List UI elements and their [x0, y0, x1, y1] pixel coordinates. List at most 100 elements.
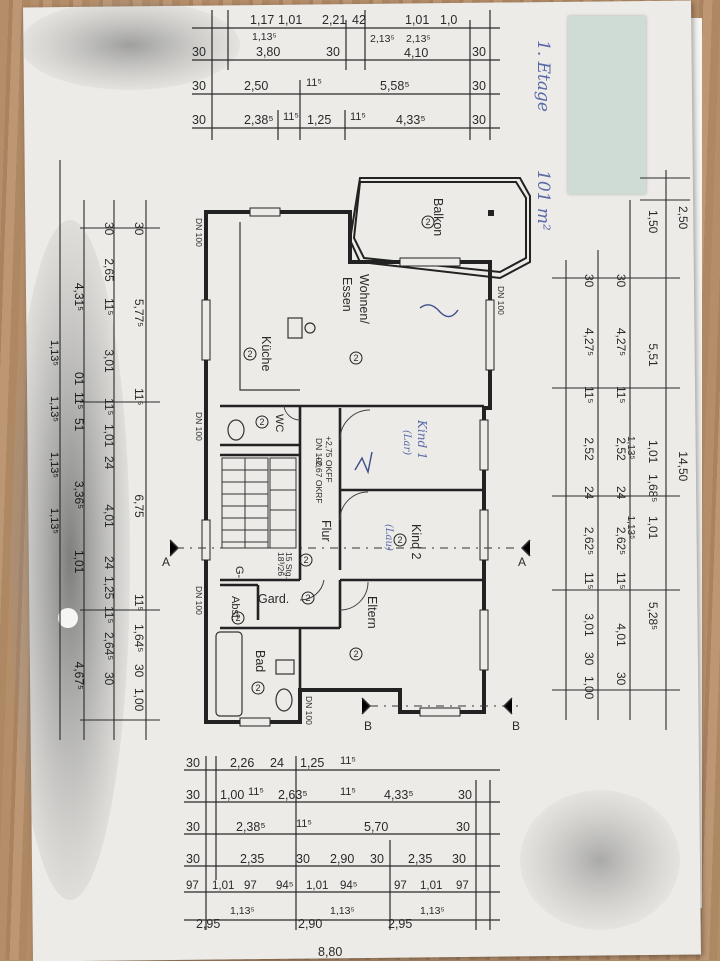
- dim-bot-r1-4: 11⁵: [340, 755, 356, 767]
- bathroom-fixtures: [215, 419, 295, 717]
- left-c1-0: 30: [132, 222, 146, 236]
- punch-hole: [58, 608, 78, 628]
- dim-top-r4-3: 1,25: [307, 113, 331, 127]
- dim-top-r4-5: 4,33⁵: [396, 113, 426, 127]
- dim-bot-r3-1: 2,38⁵: [236, 820, 266, 834]
- dim-bot-r5-7: 1,01: [420, 880, 442, 892]
- label-dn100-5: DN 100: [304, 696, 314, 725]
- dim-top-r1-0: 1,17: [250, 13, 274, 27]
- dim-bot-r1-1: 2,26: [230, 756, 254, 770]
- dim-bot-r2-6: 30: [458, 788, 472, 802]
- dim-top-r1-3: 42: [352, 13, 366, 27]
- left-dim-column-1: 30 5,77⁵ 11⁵ 6,75 11⁵ 1,64⁵ 30 1,00: [116, 222, 146, 742]
- left-c2-11: 2,64⁵: [102, 632, 116, 661]
- handwriting-lar: (Lar): [401, 430, 412, 455]
- dim-bot-r2-2: 11⁵: [248, 786, 264, 798]
- right-c4-0: 30: [582, 274, 596, 288]
- dim-bot-r4-3: 2,90: [330, 852, 354, 866]
- handwriting-lau: (Lau): [383, 524, 394, 551]
- dim-bot-r4-2: 30: [296, 852, 310, 866]
- green-paper-tab: [568, 16, 646, 194]
- balcony-drain: [488, 210, 494, 216]
- left-c3-5: 1,01: [72, 550, 86, 574]
- right-c4-4: 24: [582, 486, 596, 500]
- room-no-kueche: 2: [247, 349, 252, 359]
- dim-top-r3-0: 30: [192, 79, 206, 93]
- left-c1-3: 6,75: [132, 494, 146, 518]
- area-label: 101 m²: [533, 170, 553, 231]
- right-dim-column-5: 1,13⁵ 1,13⁵: [616, 436, 636, 556]
- left-c1-2: 11⁵: [132, 388, 146, 406]
- left-c3-4: 3,36⁵: [72, 480, 86, 510]
- left-c2-10: 11⁵: [102, 606, 116, 624]
- dim-bot-r2-5: 4,33⁵: [384, 788, 414, 802]
- dim-bot-total: 8,80: [318, 945, 342, 959]
- dim-top-r1-5: 1,0: [440, 13, 457, 27]
- left-c1-1: 5,77⁵: [132, 298, 146, 328]
- dim-top-r1-2: 2,21: [322, 13, 346, 27]
- dim-top-r3-1: 2,50: [244, 79, 268, 93]
- dim-top-r3-2: 11⁵: [306, 77, 322, 89]
- left-c3-6: 4,67⁵: [72, 661, 86, 690]
- room-abst: Abst.: [229, 596, 241, 621]
- label-dn100-6: DN 100: [314, 438, 324, 467]
- right-c3-8: 30: [614, 672, 628, 686]
- room-no-wohnen: 2: [353, 353, 358, 363]
- toner-smudge-bottom-right: [520, 790, 680, 930]
- dim-top-r2-6: 4,10: [404, 46, 428, 60]
- dim-bot-r2-0: 30: [186, 788, 200, 802]
- dim-bot-r1-2: 24: [270, 756, 284, 770]
- dim-bot-r5-0: 97: [186, 880, 199, 892]
- room-eltern: Eltern: [365, 596, 379, 629]
- floor-title: 1. Etage: [533, 40, 553, 112]
- left-c1-5: 1,64⁵: [132, 624, 146, 653]
- top-dimension-block: [192, 10, 500, 140]
- left-c1-7: 1,00: [132, 688, 146, 712]
- dim-top-r4-4: 11⁵: [350, 111, 366, 123]
- room-no-abst: 2: [235, 613, 240, 623]
- left-c4-3: 1,13⁵: [48, 507, 60, 534]
- right-c1-0: 2,50: [676, 206, 690, 230]
- right-c1-1: 14,50: [676, 451, 690, 482]
- door-swings: [283, 405, 371, 611]
- right-c4-3: 2,52: [582, 437, 596, 461]
- room-wc: WC: [273, 414, 285, 432]
- left-dim-column-4: 1,13⁵ 1,13⁵ 1,13⁵ 1,13⁵: [40, 340, 60, 600]
- section-a-right: A: [518, 555, 526, 569]
- room-bad: Bad: [253, 650, 267, 672]
- dim-bot-r5-3: 94⁵: [276, 880, 294, 892]
- right-c5-1: 1,13⁵: [625, 515, 636, 540]
- room-no-balkon: 2: [425, 217, 430, 227]
- room-kueche: Küche: [259, 336, 273, 371]
- left-c2-3: 3,01: [102, 349, 116, 373]
- right-c4-7: 3,01: [582, 613, 596, 637]
- right-c5-0: 1,13⁵: [625, 436, 636, 460]
- right-c4-6: 11⁵: [582, 572, 596, 590]
- dim-top-r2-4: 2,13⁵: [370, 33, 395, 45]
- room-no-kind2: 2: [397, 535, 402, 545]
- left-c3-1: 01: [72, 372, 86, 386]
- left-c2-5: 1,01: [102, 424, 116, 448]
- label-dn100-1: DN 100: [194, 218, 204, 247]
- left-c2-1: 2,65: [102, 258, 116, 282]
- dim-bot-r6-2: 2,90: [298, 917, 322, 931]
- dim-top-r4-2: 11⁵: [283, 111, 299, 123]
- label-dn100-2: DN 100: [496, 286, 506, 315]
- left-c3-3: 51: [72, 418, 86, 432]
- room-number-circles: [231, 215, 435, 695]
- room-no-wc: 2: [259, 417, 264, 427]
- right-c2-5: 5,28⁵: [646, 601, 660, 631]
- right-c4-1: 4,27⁵: [582, 327, 596, 357]
- balcony: [348, 177, 531, 280]
- right-dimension-block: [552, 170, 690, 730]
- label-dn100-3: DN 100: [194, 412, 204, 441]
- right-c3-0: 30: [614, 274, 628, 288]
- left-c1-6: 30: [132, 664, 146, 678]
- left-c1-4: 11⁵: [132, 594, 146, 612]
- right-c2-0: 1,50: [646, 210, 660, 234]
- dim-top-r2-0: 30: [192, 45, 206, 59]
- dim-bot-r6-3: 1,13⁵: [330, 905, 355, 917]
- toner-smudge-left: [10, 220, 130, 900]
- left-c4-0: 1,13⁵: [48, 340, 60, 366]
